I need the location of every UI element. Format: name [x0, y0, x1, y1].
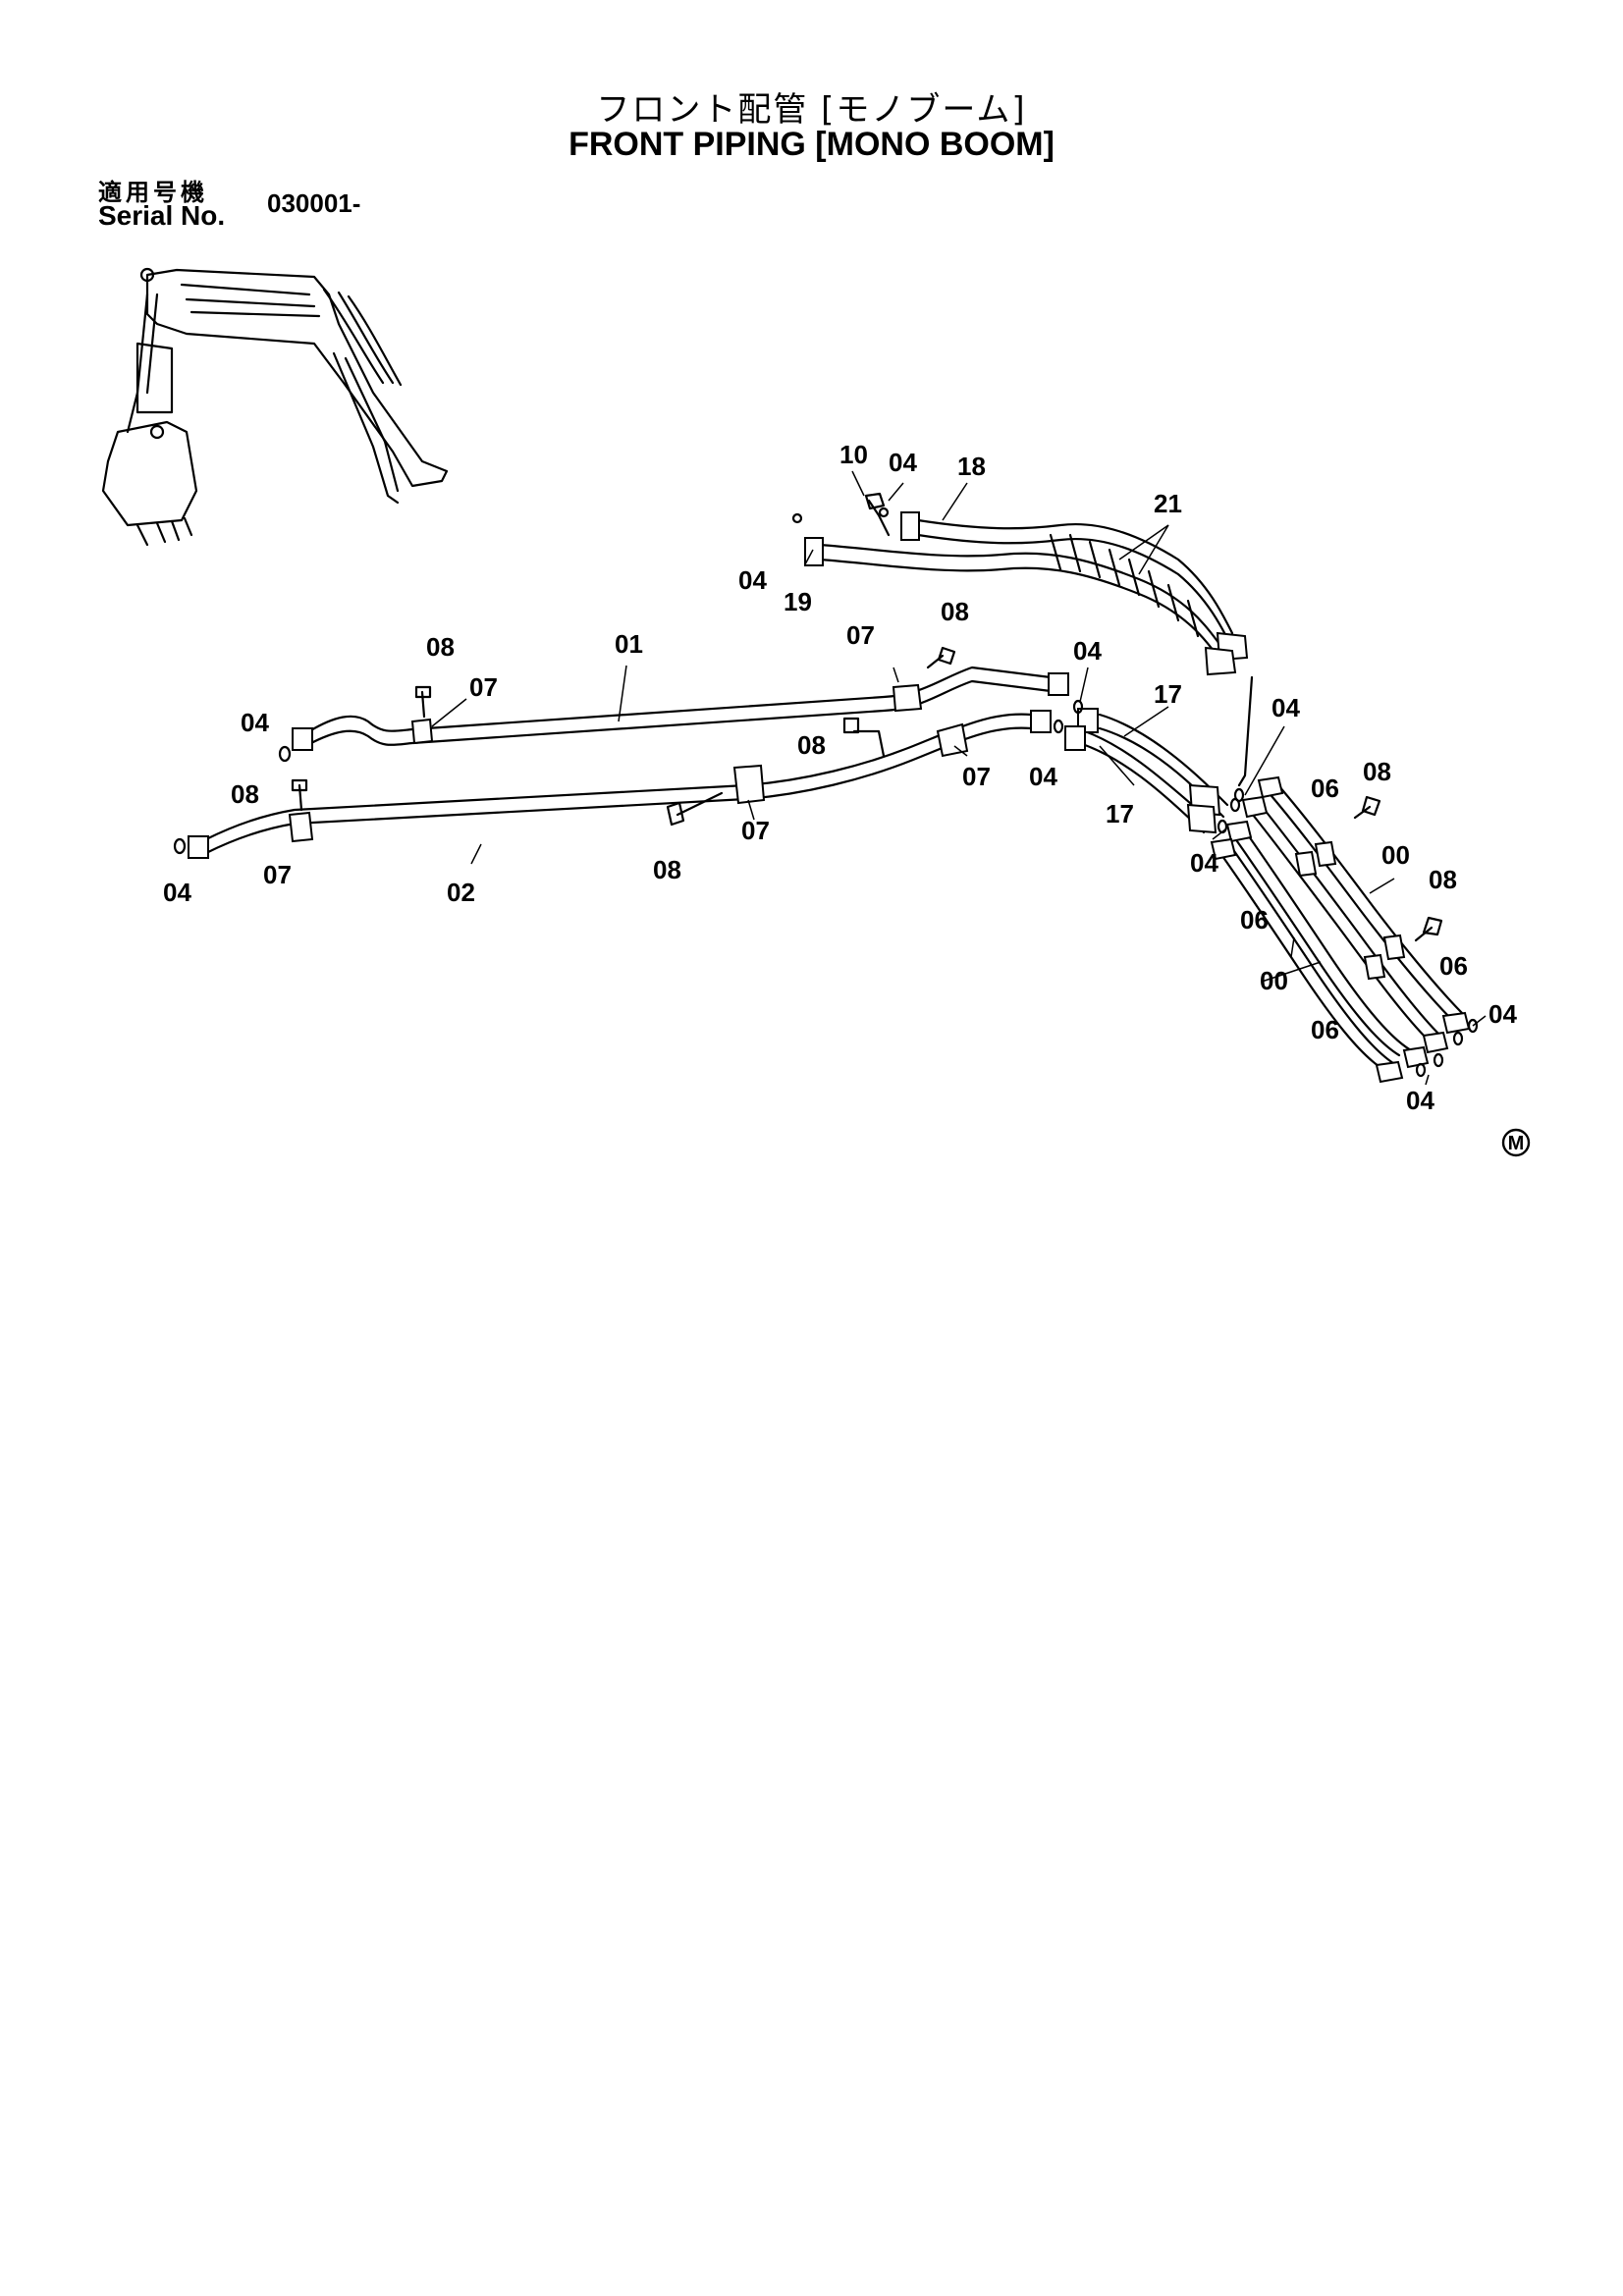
part-label: 02 [447, 878, 475, 907]
part-label: 04 [1190, 848, 1218, 878]
page-title-english: FRONT PIPING [MONO BOOM] [568, 126, 1055, 163]
part-label: 04 [1271, 693, 1300, 722]
part-label: 17 [1106, 799, 1134, 828]
part-label: 07 [263, 860, 292, 889]
part-label: 06 [1311, 774, 1339, 803]
part-label: 07 [741, 816, 770, 845]
part-label: 00 [1260, 966, 1288, 995]
part-label: 21 [1154, 489, 1182, 518]
part-label: 04 [1406, 1086, 1434, 1115]
part-label: 10 [839, 440, 868, 469]
part-label: 08 [1429, 865, 1457, 894]
model-mark-letter: M [1508, 1133, 1525, 1154]
part-label: 07 [846, 620, 875, 650]
part-label: 04 [889, 448, 917, 477]
part-label: 08 [797, 730, 826, 760]
part-label: 00 [1381, 840, 1410, 870]
part-label: 07 [469, 672, 498, 702]
part-label: 07 [962, 762, 991, 791]
part-label: 04 [738, 565, 767, 595]
model-mark: M [1501, 1128, 1531, 1157]
part-label: 17 [1154, 679, 1182, 709]
part-label: 06 [1240, 905, 1269, 934]
leader-line [1472, 1015, 1487, 1027]
o-rings [173, 699, 1479, 1078]
part-label: 08 [426, 632, 455, 662]
serial-label-english: Serial No. [98, 200, 226, 231]
hose-assembly-upper [791, 492, 1249, 676]
serial-number-value: 030001- [267, 188, 361, 218]
pipe-assembly-right [1064, 675, 1471, 1084]
part-label: 08 [941, 597, 969, 626]
part-label: 04 [1073, 636, 1102, 666]
part-label: 08 [653, 855, 681, 884]
part-label: 06 [1311, 1015, 1339, 1044]
pipe-02 [188, 710, 1052, 859]
part-label: 08 [1363, 757, 1391, 786]
part-label: 04 [1488, 999, 1517, 1029]
leader-line [1425, 1074, 1430, 1086]
part-label: 06 [1439, 951, 1468, 981]
part-label: 19 [784, 587, 812, 616]
pipe-01 [292, 666, 1069, 751]
leader-lines [431, 470, 1395, 983]
part-label: 08 [231, 779, 259, 809]
part-number-labels: 10 04 18 21 04 19 08 01 07 08 04 07 04 1… [163, 440, 1517, 1115]
clamps-and-bolts [288, 646, 969, 843]
part-label: 04 [163, 878, 191, 907]
excavator-thumbnail [101, 267, 449, 547]
part-label: 18 [957, 452, 986, 481]
part-label: 01 [615, 629, 643, 659]
part-label: 04 [241, 708, 269, 737]
serial-label-japanese: 適用号機 [98, 179, 208, 206]
part-label: 04 [1029, 762, 1057, 791]
page-title-japanese: フロント配管 [モノブーム] [596, 90, 1027, 130]
